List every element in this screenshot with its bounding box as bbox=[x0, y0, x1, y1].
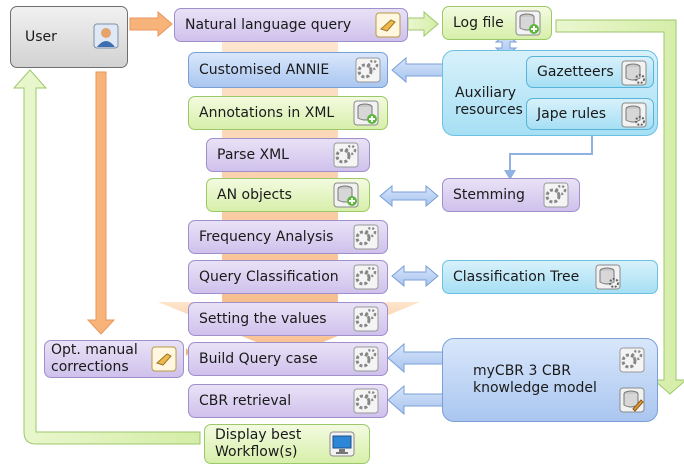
gears-icon bbox=[355, 57, 381, 83]
database-edit-icon bbox=[619, 387, 645, 413]
frequency-analysis-label: Frequency Analysis bbox=[199, 228, 334, 245]
query-classification-box[interactable]: Query Classification bbox=[188, 260, 388, 294]
cbr-retrieval-box[interactable]: CBR retrieval bbox=[188, 384, 388, 418]
natural-language-query-label: Natural language query bbox=[185, 16, 352, 33]
gears-icon bbox=[353, 346, 379, 372]
query-classification-label: Query Classification bbox=[199, 268, 339, 285]
annotations-xml-label: Annotations in XML bbox=[199, 104, 335, 121]
gears-icon bbox=[353, 388, 379, 414]
mycbr-line-1: myCBR 3 CBR bbox=[473, 363, 571, 379]
arrow-user-to-query bbox=[129, 10, 173, 38]
customised-annie-box[interactable]: Customised ANNIE bbox=[188, 52, 388, 88]
gazetteers-label: Gazetteers bbox=[537, 63, 614, 80]
gears-icon bbox=[353, 306, 379, 332]
mycbr-line-2: knowledge model bbox=[473, 380, 597, 396]
arrow-log-to-mycbr bbox=[555, 19, 684, 395]
stemming-box[interactable]: Stemming bbox=[442, 178, 580, 212]
jape-rules-box[interactable]: Jape rules bbox=[526, 98, 654, 130]
mycbr-label: myCBR 3 CBR knowledge model bbox=[443, 363, 597, 397]
classification-tree-box[interactable]: Classification Tree bbox=[442, 260, 658, 294]
gazetteers-box[interactable]: Gazetteers bbox=[526, 56, 654, 88]
gears-icon bbox=[333, 142, 359, 168]
setting-values-label: Setting the values bbox=[199, 310, 327, 327]
arrow-jape-to-stemming bbox=[509, 134, 593, 172]
an-objects-label: AN objects bbox=[217, 186, 292, 203]
opt-line-2: corrections bbox=[51, 359, 129, 375]
database-add-icon bbox=[515, 10, 541, 36]
display-line-2: Workflow(s) bbox=[215, 444, 298, 460]
gears-icon bbox=[619, 347, 645, 373]
user-label: User bbox=[25, 28, 57, 45]
auxiliary-resources-label: Auxiliary resources bbox=[445, 85, 523, 119]
arrow-an-stemming bbox=[379, 184, 439, 208]
cbr-retrieval-label: CBR retrieval bbox=[199, 392, 292, 409]
database-add-icon bbox=[333, 182, 359, 208]
monitor-icon bbox=[329, 431, 355, 457]
user-box[interactable]: User bbox=[10, 6, 128, 68]
natural-language-query-box[interactable]: Natural language query bbox=[174, 8, 408, 42]
auxiliary-line-1: Auxiliary bbox=[455, 85, 517, 101]
stemming-label: Stemming bbox=[453, 186, 525, 203]
user-icon bbox=[93, 23, 119, 49]
display-best-workflow-box[interactable]: Display best Workflow(s) bbox=[204, 424, 370, 464]
arrow-query-to-log bbox=[407, 10, 439, 38]
mycbr-knowledge-model-box[interactable]: myCBR 3 CBR knowledge model bbox=[442, 338, 658, 422]
classification-tree-label: Classification Tree bbox=[453, 268, 580, 285]
arrow-query-class-tree bbox=[391, 264, 439, 288]
arrow-user-to-corrections bbox=[86, 71, 116, 335]
build-query-case-label: Build Query case bbox=[199, 350, 318, 367]
gears-icon bbox=[543, 182, 569, 208]
parse-xml-label: Parse XML bbox=[217, 146, 289, 163]
arrow-display-to-user bbox=[12, 69, 201, 445]
opt-manual-corrections-label: Opt. manual corrections bbox=[45, 342, 138, 376]
opt-manual-corrections-box[interactable]: Opt. manual corrections bbox=[44, 340, 184, 378]
frequency-analysis-box[interactable]: Frequency Analysis bbox=[188, 220, 388, 254]
jape-rules-label: Jape rules bbox=[537, 105, 607, 122]
opt-line-1: Opt. manual bbox=[51, 342, 138, 358]
auxiliary-line-2: resources bbox=[455, 102, 523, 118]
display-line-1: Display best bbox=[215, 427, 302, 443]
display-best-workflow-label: Display best Workflow(s) bbox=[205, 427, 301, 461]
parse-xml-box[interactable]: Parse XML bbox=[206, 138, 370, 172]
customised-annie-label: Customised ANNIE bbox=[199, 61, 330, 78]
log-file-box[interactable]: Log file bbox=[442, 6, 552, 40]
database-gear-icon bbox=[621, 102, 647, 128]
database-add-icon bbox=[353, 100, 379, 126]
database-gear-icon bbox=[621, 60, 647, 86]
database-gear-icon bbox=[595, 264, 621, 290]
arrow-jape-to-stemming-head bbox=[504, 170, 516, 180]
log-file-label: Log file bbox=[453, 14, 504, 31]
hand-pointer-icon bbox=[151, 346, 177, 372]
hand-pointer-icon bbox=[375, 12, 401, 38]
gears-icon bbox=[353, 264, 379, 290]
gears-icon bbox=[353, 224, 379, 250]
build-query-case-box[interactable]: Build Query case bbox=[188, 342, 388, 376]
annotations-xml-box[interactable]: Annotations in XML bbox=[188, 96, 388, 130]
an-objects-box[interactable]: AN objects bbox=[206, 178, 370, 212]
setting-values-box[interactable]: Setting the values bbox=[188, 302, 388, 336]
